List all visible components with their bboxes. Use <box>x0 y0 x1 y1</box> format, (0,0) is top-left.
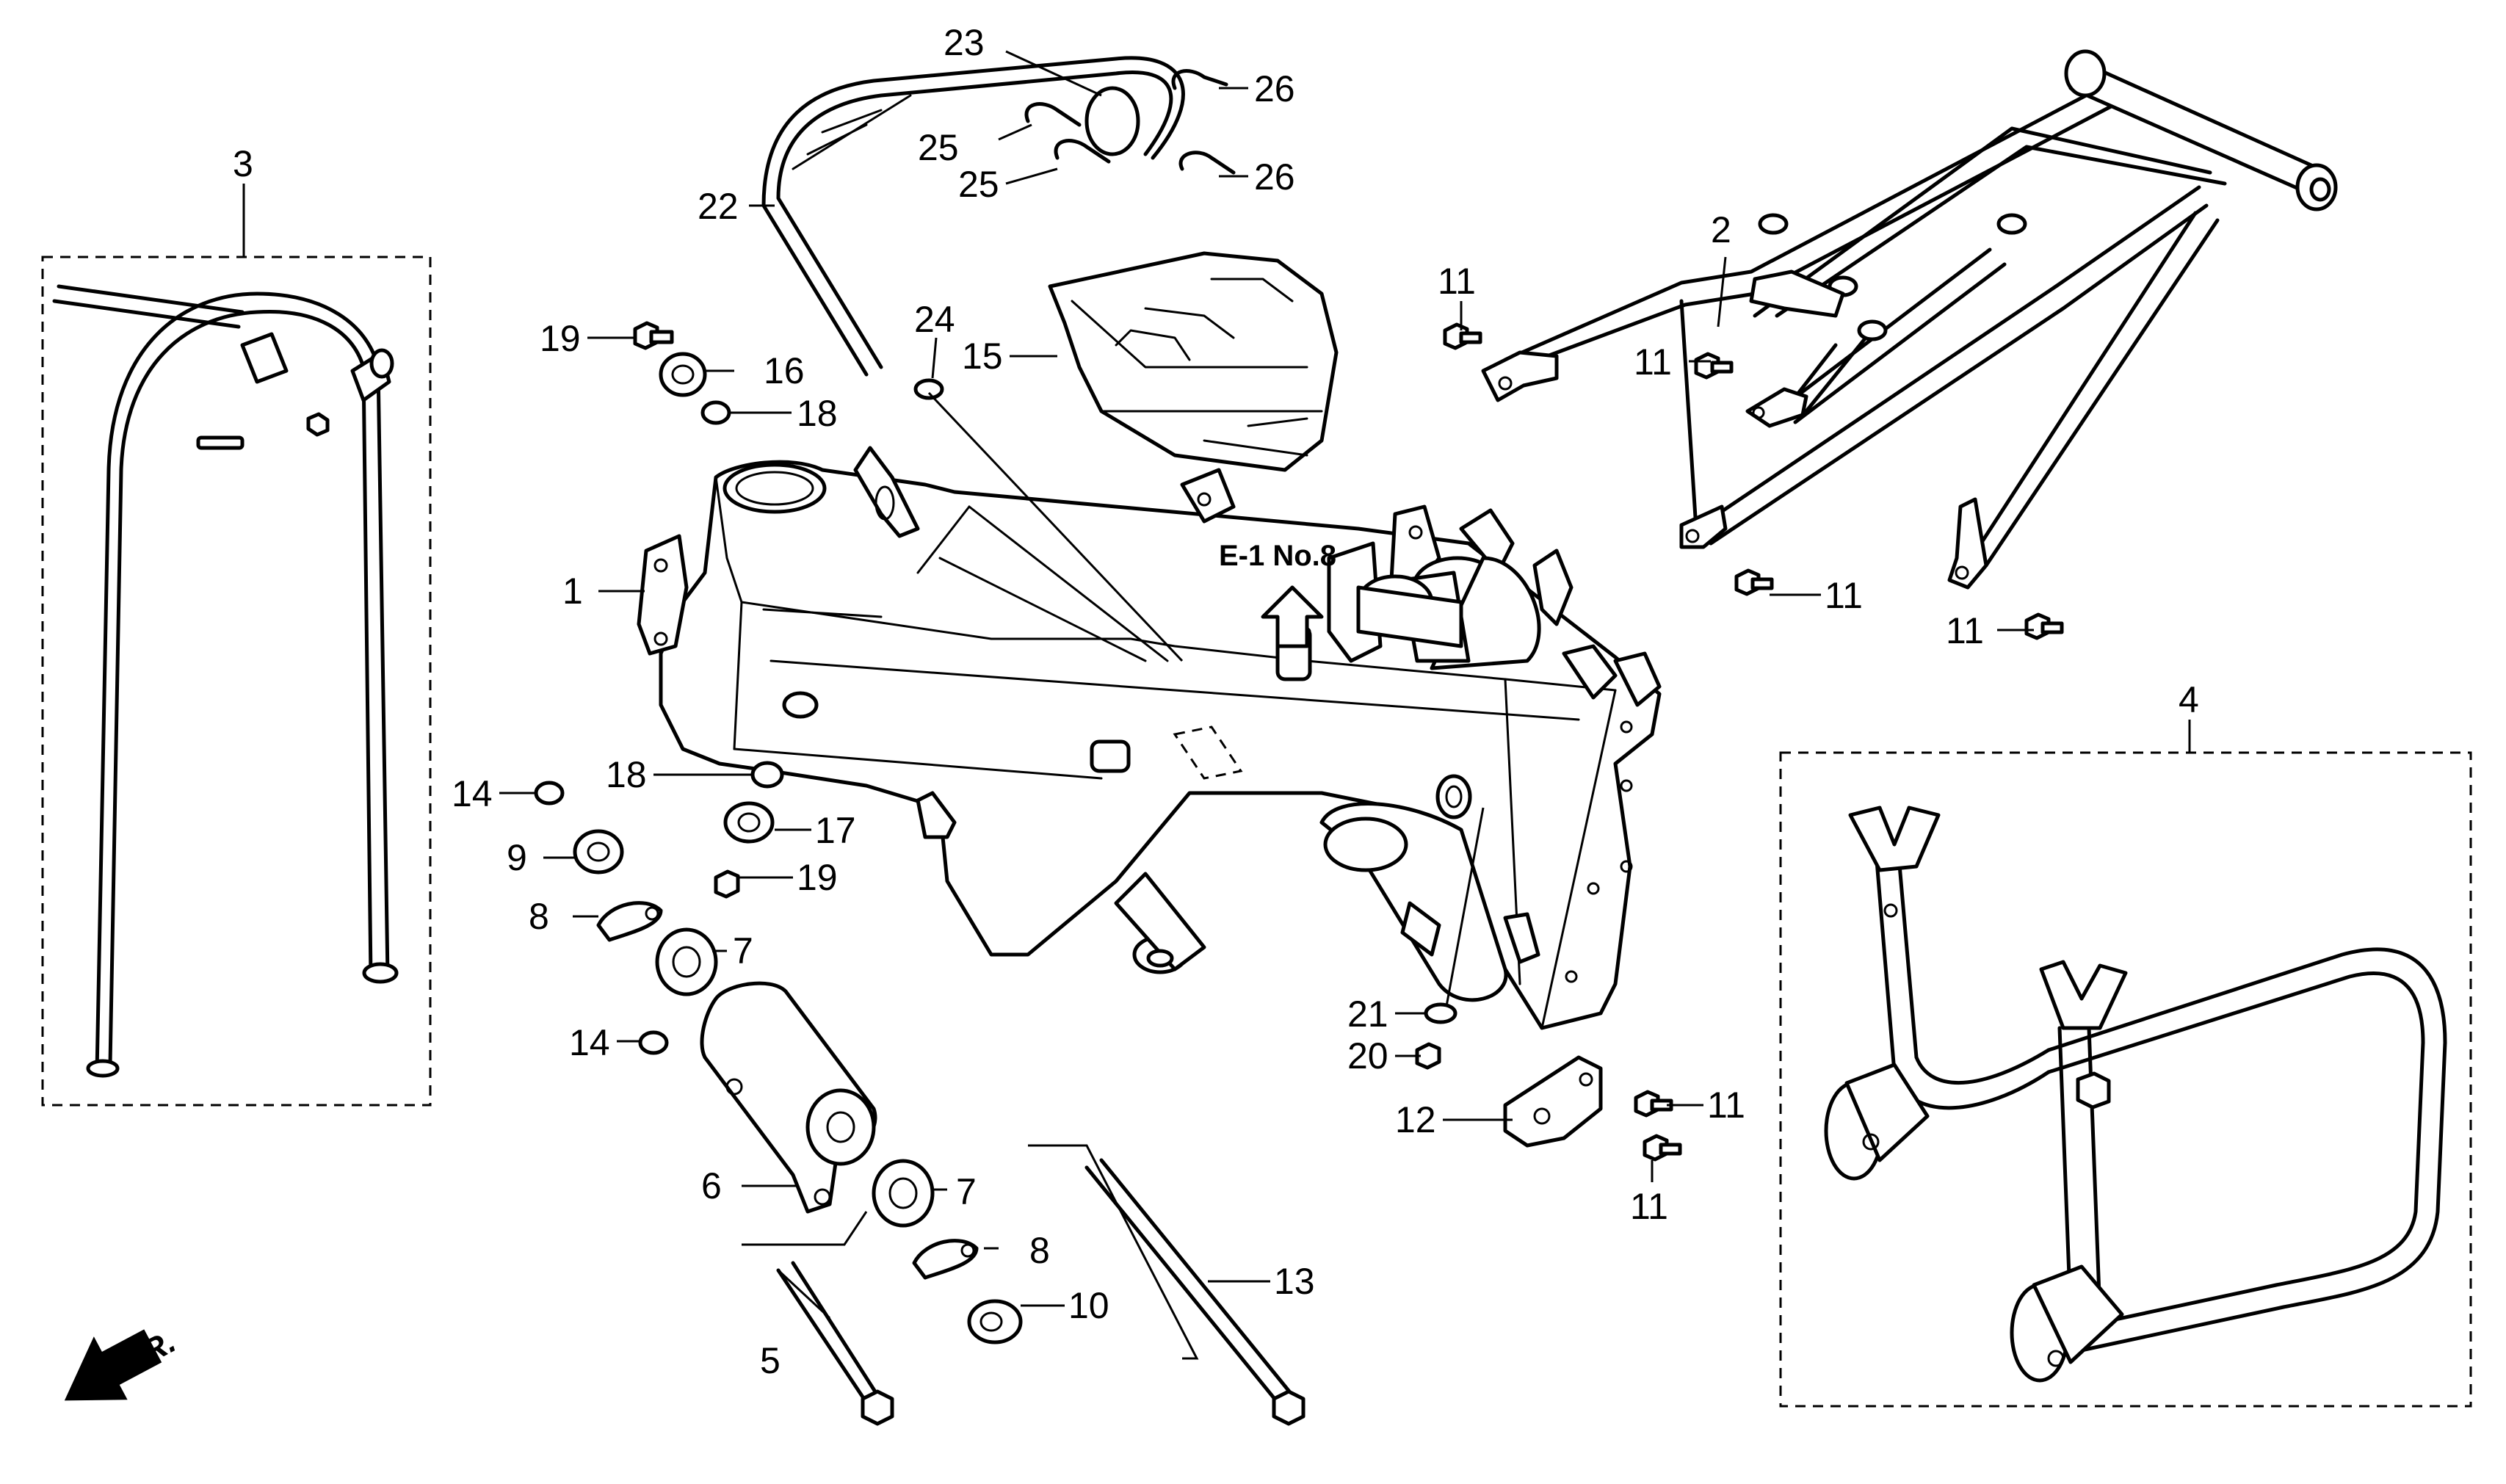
callout-19a: 19 <box>540 318 581 359</box>
callout-19b: 19 <box>797 857 838 898</box>
part-24-clip <box>913 378 1184 662</box>
callout-8b: 8 <box>1029 1230 1050 1271</box>
part-11-bolts <box>1443 322 2064 1162</box>
part-3-front-stand <box>41 184 432 1107</box>
bolt-20 <box>1415 1042 1441 1070</box>
bolt-11a <box>1443 322 1482 350</box>
callout-5: 5 <box>760 1340 781 1381</box>
nut-14a <box>534 781 565 806</box>
callout-2: 2 <box>1711 209 1731 250</box>
bolt-11e <box>1634 1090 1673 1118</box>
callout-11d: 11 <box>1946 610 1984 651</box>
callout-1: 1 <box>562 571 583 612</box>
part-22-tube <box>761 56 1185 377</box>
callout-22: 22 <box>698 186 739 227</box>
reference-marker: E-1 No.8 <box>1219 540 1336 648</box>
callout-15: 15 <box>962 336 1003 377</box>
rubber-7a <box>655 927 718 996</box>
callout-25a: 25 <box>918 127 959 168</box>
callout-11f: 11 <box>1630 1186 1668 1227</box>
callout-8a: 8 <box>529 896 549 937</box>
bracket-12 <box>1503 1055 1603 1148</box>
small-parts <box>534 321 1603 1426</box>
bolt-5 <box>776 1261 894 1426</box>
bolt-13 <box>1084 1158 1305 1426</box>
mount-6 <box>700 981 877 1214</box>
part-15-tray <box>1048 251 1339 472</box>
callout-20: 20 <box>1347 1035 1388 1076</box>
callout-7b: 7 <box>956 1171 977 1212</box>
callout-23: 23 <box>944 22 985 63</box>
callout-4: 4 <box>2179 679 2199 720</box>
callout-24: 24 <box>914 299 955 340</box>
bolt-11d <box>2024 612 2064 640</box>
bolt-19a <box>633 321 674 350</box>
part-3-box <box>41 256 432 1107</box>
front-arrow: FR. <box>64 1323 181 1401</box>
callout-11a: 11 <box>1438 261 1476 302</box>
washer-21 <box>1424 1002 1457 1024</box>
bolt-11b <box>1694 352 1734 380</box>
bush-17 <box>723 801 775 844</box>
reference-label: E-1 No.8 <box>1219 540 1336 572</box>
callout-7a: 7 <box>733 930 753 971</box>
rubber-7b <box>872 1159 935 1228</box>
callout-leads <box>499 50 2034 1360</box>
callout-11c: 11 <box>1825 575 1863 616</box>
bush-9 <box>573 829 624 875</box>
callout-16: 16 <box>764 350 805 391</box>
front-arrow-icon <box>64 1329 162 1401</box>
bush-16 <box>659 352 707 397</box>
callout-9: 9 <box>507 837 527 878</box>
nut-18a <box>700 400 731 425</box>
washer-8b <box>912 1239 979 1280</box>
callout-26b: 26 <box>1254 156 1295 198</box>
callout-18a: 18 <box>797 393 838 434</box>
nut-18b <box>750 761 784 789</box>
callout-14b: 14 <box>569 1022 610 1063</box>
callout-10: 10 <box>1068 1285 1109 1326</box>
part-25-clips <box>1024 69 1236 175</box>
callout-14a: 14 <box>452 773 493 814</box>
callout-11e: 11 <box>1707 1085 1745 1126</box>
callout-21: 21 <box>1347 993 1388 1035</box>
bolt-19b <box>714 869 740 899</box>
nut-14b <box>638 1030 669 1055</box>
part-4-rear-stand <box>1779 720 2472 1408</box>
callout-6: 6 <box>701 1165 722 1206</box>
callout-3: 3 <box>233 143 253 184</box>
callout-13: 13 <box>1274 1261 1315 1302</box>
bolt-11c <box>1734 568 1774 596</box>
callout-12: 12 <box>1395 1099 1436 1140</box>
callout-18b: 18 <box>606 754 647 795</box>
callout-labels: 1 2 3 4 5 6 7 7 8 8 9 10 11 11 11 11 11 … <box>233 22 2199 1381</box>
part-4-box <box>1779 751 2472 1408</box>
bolt-11f <box>1643 1134 1682 1162</box>
part-1-main-frame <box>637 446 1662 1030</box>
callout-26a: 26 <box>1254 68 1295 109</box>
callout-25b: 25 <box>958 164 999 205</box>
part-2-seat-rail <box>1481 49 2338 590</box>
washer-8a <box>596 901 663 942</box>
callout-11b: 11 <box>1634 341 1672 383</box>
collar-10 <box>967 1299 1023 1344</box>
callout-17: 17 <box>815 810 856 851</box>
